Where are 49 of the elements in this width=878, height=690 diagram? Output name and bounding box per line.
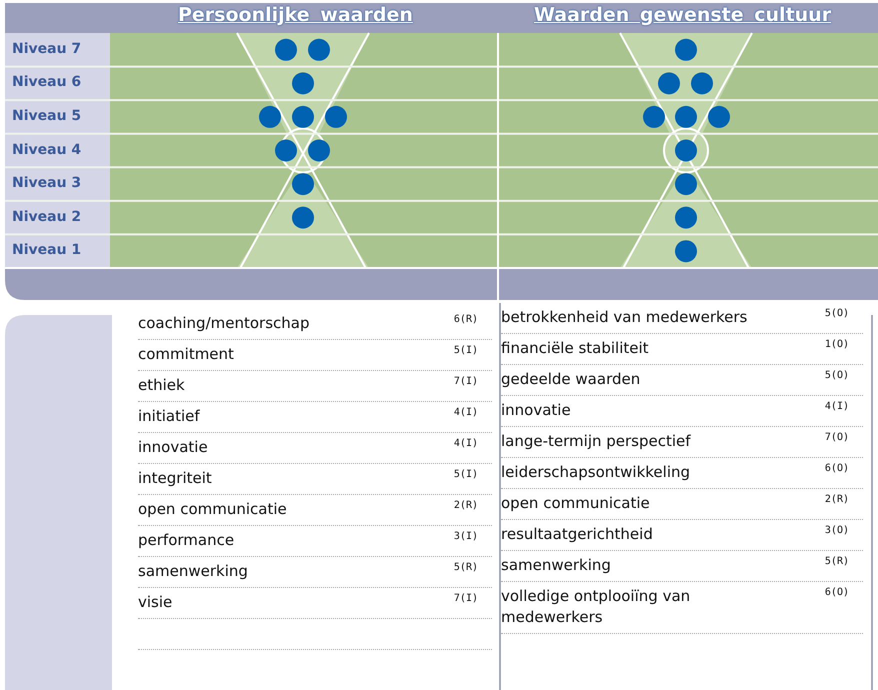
level-code: 5(I) <box>454 468 478 482</box>
value-name: resultaatgerichtheid <box>501 524 653 545</box>
value-name: leiderschapsontwikkeling <box>501 462 690 483</box>
value-name: betrokkenheid van medewerkers <box>501 307 748 328</box>
level-label: Niveau 5 <box>12 108 82 124</box>
level-code: 7(I) <box>454 592 478 606</box>
level-code: 5(O) <box>824 307 849 321</box>
level-code: 2(R) <box>824 493 849 507</box>
value-name: ethiek <box>138 375 185 396</box>
level-code: 5(O) <box>824 369 849 383</box>
value-name: commitment <box>138 344 234 365</box>
level-code: 7(I) <box>454 375 478 389</box>
value-name: coaching/mentorschap <box>138 313 310 334</box>
value-name: performance <box>138 530 234 551</box>
level-label: Niveau 1 <box>12 242 82 258</box>
level-code: 1(O) <box>824 338 849 352</box>
level-code: 5(R) <box>824 555 849 569</box>
column-heading: Persoonlijke waarden <box>178 4 413 26</box>
value-name: samenwerking <box>138 561 248 582</box>
value-name: innovatie <box>138 437 208 458</box>
value-name: open communicatie <box>138 499 287 520</box>
value-name: innovatie <box>501 400 571 421</box>
level-label: Niveau 3 <box>12 175 82 192</box>
level-code: 3(I) <box>454 530 478 544</box>
level-code: 4(I) <box>454 437 478 451</box>
level-code: 5(I) <box>454 344 478 358</box>
value-name: volledige ontplooiïng van medewerkers <box>501 586 692 628</box>
value-name: integriteit <box>138 468 212 489</box>
value-name: visie <box>138 592 172 613</box>
value-name: initiatief <box>138 406 200 427</box>
level-code: 3(O) <box>824 524 849 538</box>
level-code: 4(I) <box>824 400 849 414</box>
level-code: 5(R) <box>454 561 478 575</box>
value-name: open communicatie <box>501 493 650 514</box>
level-label: Niveau 6 <box>12 74 82 90</box>
value-name: gedeelde waarden <box>501 369 640 390</box>
level-code: 6(O) <box>824 586 849 600</box>
value-name: lange-termijn perspectief <box>501 431 691 452</box>
level-label: Niveau 2 <box>12 208 82 225</box>
value-name: samenwerking <box>501 555 611 576</box>
level-code: 2(R) <box>454 499 478 513</box>
column-heading: Waarden gewenste cultuur <box>534 4 832 26</box>
level-code: 6(O) <box>824 462 849 476</box>
level-code: 7(O) <box>824 431 849 445</box>
level-label: Niveau 7 <box>12 40 82 57</box>
level-code: 6(R) <box>454 313 478 327</box>
level-label: Niveau 4 <box>12 142 82 158</box>
level-code: 4(I) <box>454 406 478 420</box>
value-name: financiële stabiliteit <box>501 338 649 359</box>
